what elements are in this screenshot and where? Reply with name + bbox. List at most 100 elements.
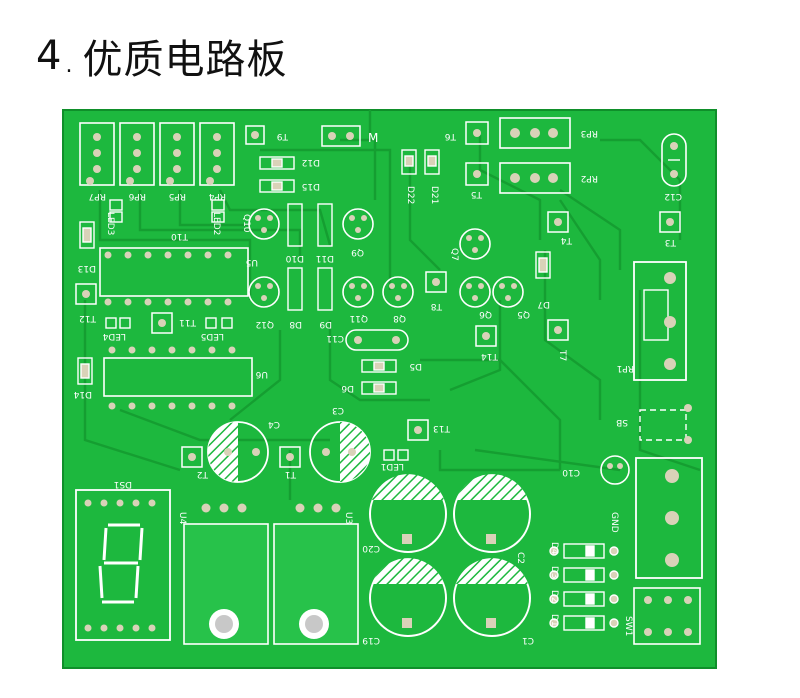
label-rp7: RP7 [89,191,106,201]
potentiometer-rp1 [633,261,687,381]
heading-number: 4 [36,33,62,79]
label-t14: T14 [481,351,499,361]
label-c19: C19 [362,635,380,645]
label-q11: Q11 [349,313,368,323]
label-d3: D3 [549,566,559,579]
label-c2: C2 [515,552,525,564]
diodes-d1-d4 [549,543,619,631]
label-sw1: SW1 [623,616,633,636]
label-ds1: DS1 [114,479,132,489]
label-t7: T7 [557,349,567,361]
capacitor-c19 [369,558,447,637]
label-t12: T12 [79,313,97,323]
connector-rp3 [499,117,571,149]
silkscreen-labels: RP7 RP6 RP5 RP4 T9 M T6 RP3 RP2 D12 D15 … [73,128,682,645]
label-c4: C4 [268,419,280,429]
diode-blocks [287,203,333,311]
label-d2: D2 [549,590,559,603]
label-rp6: RP6 [128,191,146,201]
label-c20: C20 [362,543,380,553]
heading-text: 优质电路板 [82,37,288,83]
square-pads [75,121,681,468]
label-d10: D10 [285,253,304,263]
capacitor-c4 [207,421,269,483]
label-q7: Q7 [449,248,459,261]
label-q5: Q5 [517,309,530,319]
rp-networks [79,122,235,186]
capacitor-c2 [453,474,531,553]
label-led3: LED3 [105,212,115,235]
label-c12: C12 [664,191,682,201]
label-d4: D4 [549,542,559,555]
label-led2: LED2 [211,212,221,235]
switch-sb [639,404,692,444]
label-d21: D21 [429,186,439,204]
label-d11: D11 [316,253,334,263]
ic-u5 [99,247,249,306]
label-u5: U5 [246,257,258,267]
label-q6: Q6 [479,309,492,319]
regulator-u3 [273,503,359,645]
label-t10: T10 [171,231,189,241]
capacitor-c20 [369,474,447,553]
page-heading: 4 . 优质电路板 [36,26,287,86]
label-t8: T8 [431,301,443,311]
label-rp1: RP1 [617,363,634,373]
transistors [248,208,630,485]
smd-parts [77,149,551,461]
label-gnd: GND [609,512,619,533]
label-d12: D12 [302,157,320,167]
label-d8: D8 [289,319,302,329]
label-t3: T3 [665,237,677,247]
label-d5: D5 [409,361,422,371]
label-c10: C10 [562,467,580,477]
label-q9: Q9 [351,247,364,257]
label-m: M [368,131,378,145]
terminal-gnd [635,457,703,579]
label-t2: T2 [197,469,209,479]
label-t9: T9 [277,131,289,141]
label-rp2: RP2 [581,173,598,183]
label-q8: Q8 [393,313,406,323]
label-u6: U6 [255,369,268,379]
connector-rp2 [499,162,571,194]
label-d7: D7 [537,299,550,309]
switch-sw1 [633,587,701,645]
label-t11: T11 [179,317,197,327]
label-c1: C1 [522,635,534,645]
capacitor-c12 [661,133,687,187]
heading-separator: . [65,52,73,78]
capacitor-c11 [345,329,409,351]
copper-traces [83,110,701,500]
seven-segment-ds1 [75,489,171,641]
capacitor-c1 [453,558,531,637]
label-t13: T13 [433,423,451,433]
label-t6: T6 [445,131,457,141]
label-u3: U3 [343,512,353,524]
label-sb: SB [616,417,628,427]
label-t5: T5 [471,189,483,199]
label-rp4: RP4 [208,191,226,201]
transistor-pads [255,215,623,469]
label-d13: D13 [78,263,96,273]
label-u4: U4 [177,512,187,525]
label-led4: LED4 [102,331,126,341]
ic-u6 [103,346,253,410]
label-d6: D6 [341,383,354,393]
label-rp5: RP5 [169,191,186,201]
label-d22: D22 [405,186,415,204]
regulator-u4 [183,503,269,645]
label-d9: D9 [319,319,332,329]
label-led5: LED5 [201,331,224,341]
label-rp3: RP3 [581,128,598,138]
label-c3: C3 [332,405,344,415]
label-d15: D15 [302,181,320,191]
label-t1: T1 [285,469,297,479]
label-t4: T4 [561,235,573,245]
label-q12: Q12 [255,319,274,329]
label-led1: LED1 [381,461,404,471]
label-q10: Q10 [241,214,251,233]
label-d1: D1 [549,614,559,627]
label-c11: C11 [326,333,344,343]
